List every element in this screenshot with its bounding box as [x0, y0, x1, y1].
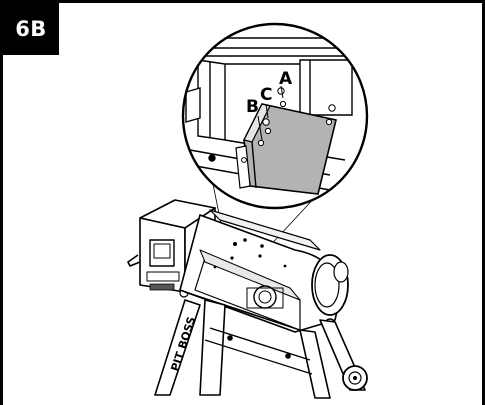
callout-label-b: B [246, 97, 259, 117]
callout-leaders [257, 85, 284, 141]
screws [241, 87, 336, 163]
zoom-circle-outline [181, 22, 369, 210]
zoom-detail: A C B [183, 24, 367, 208]
grill-legs [154, 299, 368, 399]
callout-label-c: C [260, 85, 272, 105]
grill-barrel [179, 209, 349, 333]
step-number-badge: 6B [3, 3, 59, 55]
grill-illustration: PIT BOSS [127, 199, 368, 399]
callout-label-a: A [279, 69, 293, 89]
